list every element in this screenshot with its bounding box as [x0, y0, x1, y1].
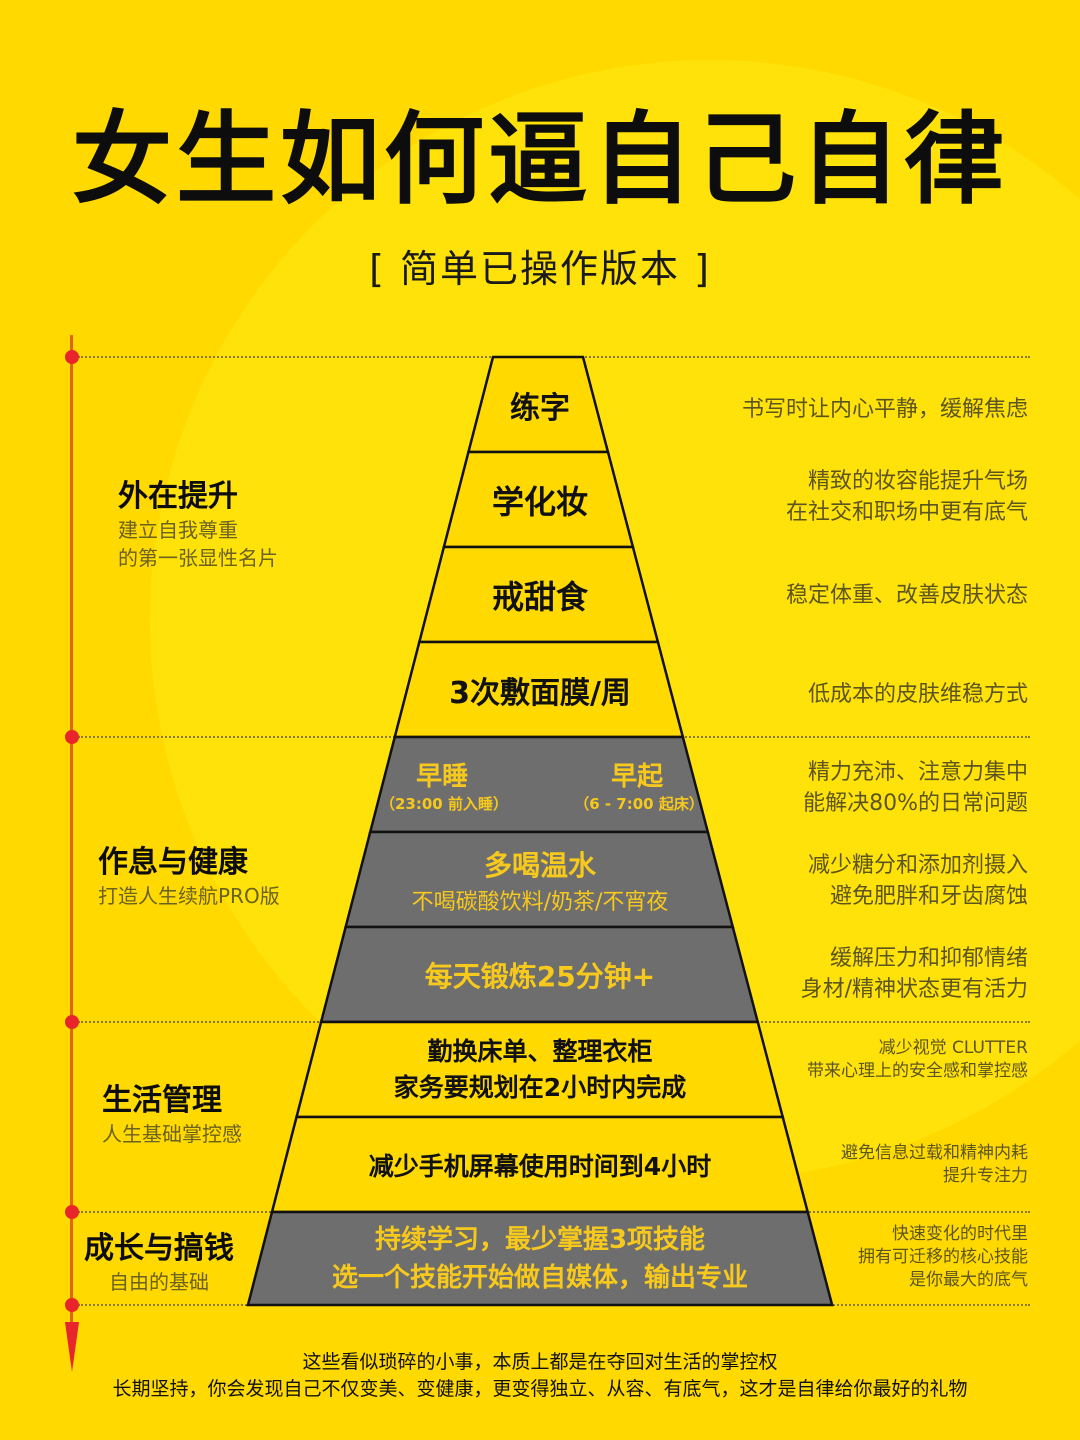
page-title: 女生如何逼自己自律: [72, 101, 1008, 218]
tier-5: 早睡 （23:00 前入睡） 早起 （6 - 7:00 起床）: [380, 737, 704, 832]
pyramid-tier-shape: [246, 1210, 834, 1307]
category-external: 外在提升 建立自我尊重 的第一张显性名片: [118, 478, 278, 572]
tier-7: 每天锻炼25分钟+: [424, 959, 656, 993]
timeline-line: [70, 335, 73, 1335]
tier-6-note: 减少糖分和添加剂摄入 避免肥胖和牙齿腐蚀: [807, 853, 1028, 909]
tier-10-note: 快速变化的时代里 拥有可迁移的核心技能 是你最大的底气: [858, 1224, 1028, 1290]
category-title: 成长与搞钱: [84, 1231, 234, 1266]
tier-7-note: 缓解压力和抑郁情绪 身材/精神状态更有活力: [800, 946, 1028, 1002]
footer-line-1: 这些看似琐碎的小事，本质上都是在夺回对生活的掌控权: [302, 1351, 778, 1373]
tier-4-note: 低成本的皮肤维稳方式: [807, 682, 1028, 707]
tier-2: 学化妆: [491, 482, 588, 521]
category-growth: 成长与搞钱 自由的基础: [84, 1230, 234, 1296]
category-subtitle: 自由的基础: [109, 1270, 209, 1294]
category-subtitle: 的第一张显性名片: [118, 546, 278, 570]
tier-8: 勤换床单、整理衣柜 家务要规划在2小时内完成: [393, 1036, 687, 1102]
sleep-early: 早睡 （23:00 前入睡）: [380, 761, 508, 813]
tier-1: 练字: [510, 390, 570, 426]
tier-5-note: 精力充沛、注意力集中 能解决80%的日常问题: [803, 760, 1028, 816]
category-subtitle: 建立自我尊重: [118, 518, 238, 542]
tier-4: 3次敷面膜/周: [449, 675, 631, 711]
category-health: 作息与健康 打造人生续航PRO版: [98, 844, 280, 910]
category-title: 外在提升: [118, 479, 238, 514]
tier-6: 多喝温水 不喝碳酸饮料/奶茶/不宵夜: [411, 848, 669, 915]
tier-3-note: 稳定体重、改善皮肤状态: [785, 583, 1028, 608]
rise-early: 早起 （6 - 7:00 起床）: [574, 761, 704, 813]
tier-3: 戒甜食: [491, 577, 588, 616]
tier-9: 减少手机屏幕使用时间到4小时: [368, 1151, 712, 1181]
tier-10: 持续学习，最少掌握3项技能 选一个技能开始做自媒体，输出专业: [331, 1224, 748, 1293]
category-subtitle: 打造人生续航PRO版: [98, 884, 280, 908]
tier-1-note: 书写时让内心平静，缓解焦虑: [741, 397, 1028, 422]
tier-9-note: 避免信息过载和精神内耗 提升专注力: [841, 1143, 1028, 1186]
tier-2-note: 精致的妆容能提升气场 在社交和职场中更有底气: [785, 469, 1028, 525]
timeline-dot: [64, 1015, 79, 1029]
category-subtitle: 人生基础掌控感: [102, 1122, 242, 1146]
tier-8-note: 减少视觉 CLUTTER 带来心理上的安全感和掌控感: [807, 1038, 1028, 1081]
footer-line-2: 长期坚持，你会发现自己不仅变美、变健康，更变得独立、从容、有底气，这才是自律给你…: [112, 1378, 968, 1400]
timeline-arrow-icon: [65, 1322, 79, 1372]
category-title: 作息与健康: [98, 845, 248, 880]
timeline-dot: [64, 1205, 79, 1219]
category-life: 生活管理 人生基础掌控感: [102, 1082, 242, 1148]
page-subtitle: [ 简单已操作版本 ]: [369, 247, 711, 291]
timeline-dot: [64, 1298, 79, 1312]
timeline-dot: [64, 350, 79, 364]
timeline-dot: [64, 730, 79, 744]
category-title: 生活管理: [102, 1083, 222, 1118]
